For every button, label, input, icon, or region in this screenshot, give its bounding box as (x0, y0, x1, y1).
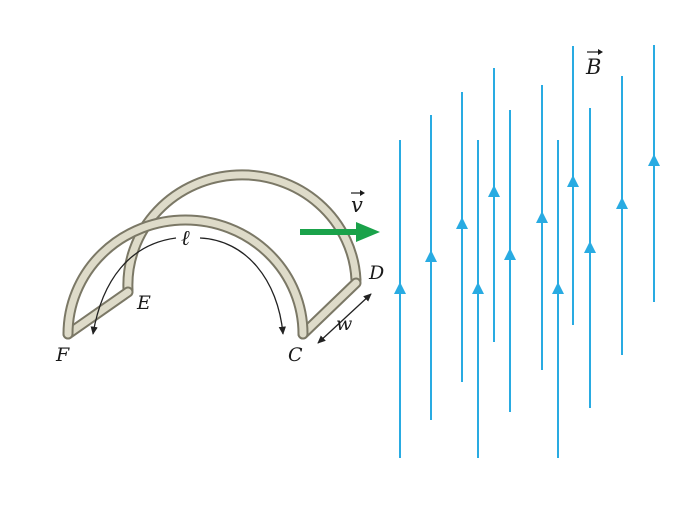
field-arrowhead-icon (456, 217, 468, 229)
field-label: B (585, 55, 601, 79)
field-arrowhead-icon (616, 197, 628, 209)
loop-front-arc (62, 214, 309, 340)
field-arrowhead-icon (488, 185, 500, 197)
field-arrowhead-icon (567, 175, 579, 187)
velocity-arrow-icon (300, 222, 380, 242)
length-arrow (90, 237, 286, 335)
corner-label-d: D (368, 262, 384, 284)
field-vector-arrow-icon (587, 49, 603, 55)
field-arrowhead-icon (584, 241, 596, 253)
field-arrowhead-icon (552, 282, 564, 294)
corner-label-c: C (288, 344, 303, 366)
length-label: ℓ (181, 226, 190, 250)
field-arrowhead-icon (648, 154, 660, 166)
width-arrow (317, 293, 372, 344)
corner-label-e: E (136, 292, 151, 314)
velocity-label: v (351, 193, 363, 217)
field-arrowhead-icon (394, 282, 406, 294)
field-arrowhead-icon (425, 250, 437, 262)
field-arrowhead-icon (536, 211, 548, 223)
field-arrowhead-icon (472, 282, 484, 294)
velocity-vector-arrow-icon (351, 190, 365, 196)
width-label: w (336, 313, 352, 335)
magnetic-field-lines (394, 45, 660, 458)
field-arrowhead-icon (504, 248, 516, 260)
corner-label-f: F (55, 344, 70, 366)
